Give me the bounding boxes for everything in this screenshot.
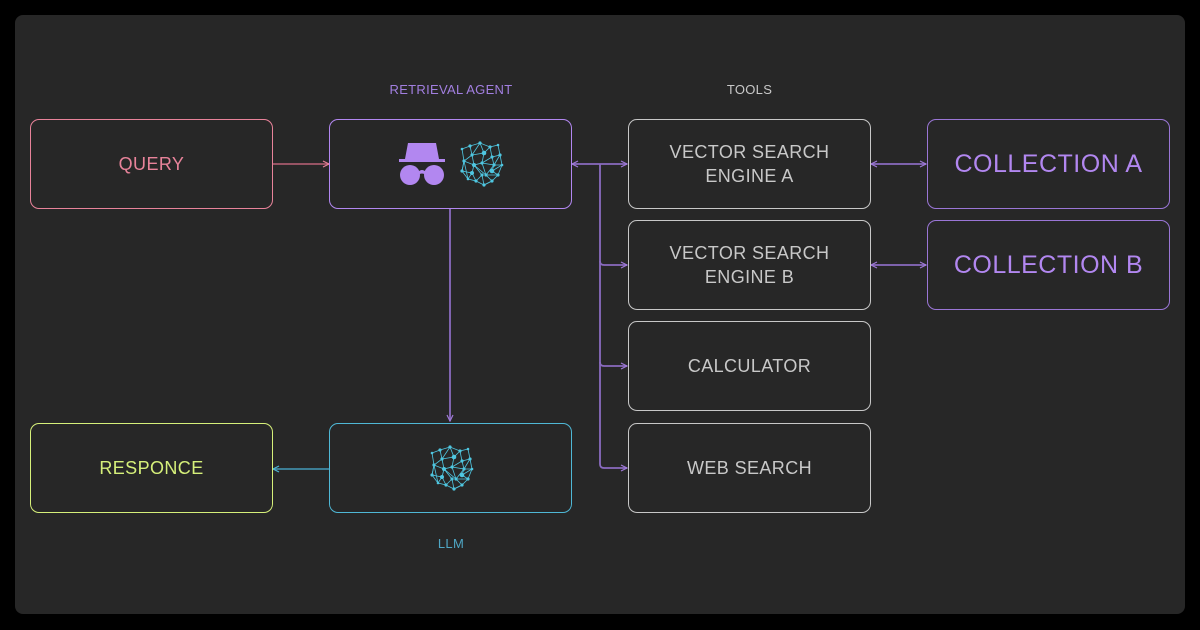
collection-a-label: COLLECTION A (954, 149, 1143, 178)
response-node[interactable]: RESPONCE (30, 423, 273, 513)
query-node[interactable]: QUERY (30, 119, 273, 209)
vector-b-line1: VECTOR SEARCH (669, 243, 830, 263)
collection-b-label: COLLECTION B (953, 250, 1144, 279)
vector-search-engine-a-node[interactable]: VECTOR SEARCH ENGINE A (628, 119, 871, 209)
calculator-node[interactable]: CALCULATOR (628, 321, 871, 411)
to-vector-b-arrow (599, 260, 627, 265)
incognito-icon (398, 143, 445, 185)
retrieval-agent-node[interactable] (329, 119, 572, 209)
llm-node[interactable] (329, 423, 572, 513)
llm-label: LLM (437, 536, 465, 551)
retrieval-agent-label: RETRIEVAL AGENT (389, 82, 513, 97)
vector-search-engine-b-node[interactable]: VECTOR SEARCH ENGINE B (628, 220, 871, 310)
to-calculator-arrow (599, 361, 627, 366)
calculator-label: CALCULATOR (687, 356, 812, 376)
neural-network-icon (429, 445, 473, 491)
vector-b-line2: ENGINE B (704, 267, 795, 287)
collection-a-node[interactable]: COLLECTION A (927, 119, 1170, 209)
response-label: RESPONCE (99, 458, 204, 478)
collection-b-node[interactable]: COLLECTION B (927, 220, 1170, 310)
tools-label: TOOLS (726, 82, 773, 97)
web-search-node[interactable]: WEB SEARCH (628, 423, 871, 513)
query-node-label: QUERY (118, 154, 185, 174)
neural-network-icon (459, 141, 503, 187)
vector-a-line2: ENGINE A (705, 166, 794, 186)
tools-trunk (599, 164, 627, 468)
vector-a-line1: VECTOR SEARCH (669, 142, 830, 162)
web-search-label: WEB SEARCH (686, 458, 813, 478)
